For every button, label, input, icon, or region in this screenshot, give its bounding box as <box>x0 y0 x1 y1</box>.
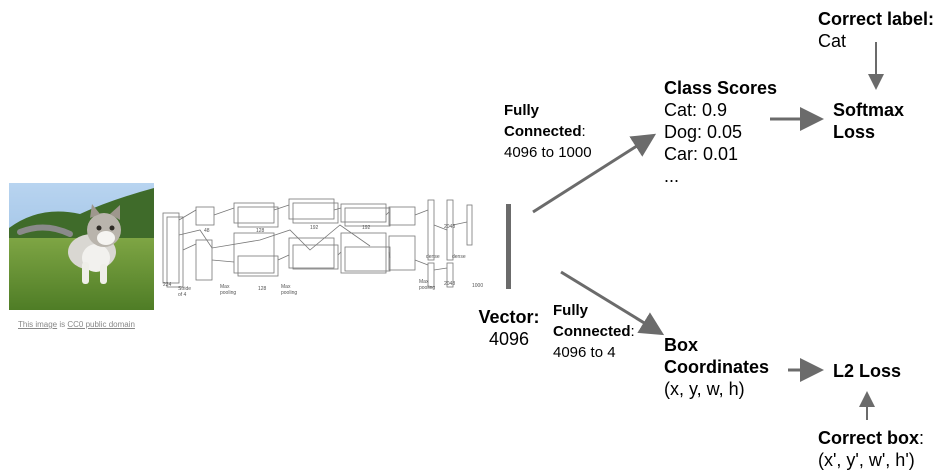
fc-bottom-label: Fully Connected: 4096 to 4 <box>553 302 635 361</box>
box-coordinates-block: Box Coordinates (x, y, w, h) <box>664 335 770 399</box>
svg-text:dense: dense <box>426 254 440 260</box>
svg-text:Max: Max <box>220 284 230 290</box>
svg-text:192: 192 <box>362 225 371 231</box>
svg-text:1000: 1000 <box>472 283 483 289</box>
svg-text:pooling: pooling <box>281 290 297 296</box>
softmax-loss: Softmax Loss <box>833 100 905 142</box>
svg-text:192: 192 <box>310 225 319 231</box>
correct-box-block: Correct box: (x', y', w', h') <box>818 428 925 470</box>
correct-box-value: (x', y', w', h') <box>818 450 915 470</box>
photo-credit: This image is CC0 public domain <box>18 320 135 329</box>
fc-top-label: Fully Connected: 4096 to 1000 <box>504 102 592 161</box>
svg-text:2048: 2048 <box>444 224 455 230</box>
svg-text:Max: Max <box>281 284 291 290</box>
vector-size: 4096 <box>488 329 530 349</box>
svg-text:224: 224 <box>163 282 172 288</box>
cc0-link[interactable]: CC0 public domain <box>67 320 135 329</box>
l2-loss: L2 Loss <box>833 361 902 381</box>
svg-text:Max: Max <box>419 279 429 285</box>
image-link[interactable]: This image <box>18 320 58 329</box>
svg-text:of 4: of 4 <box>178 292 187 298</box>
score-ellipsis: ... <box>664 166 680 186</box>
svg-text:2048: 2048 <box>444 281 455 287</box>
vector-label: Vector: <box>478 307 540 327</box>
score-car: Car: 0.01 <box>664 144 739 164</box>
correct-label-title: Correct label: <box>818 9 935 29</box>
class-scores-title: Class Scores <box>664 78 778 98</box>
correct-label-block: Correct label: Cat <box>818 8 934 52</box>
svg-text:dense: dense <box>452 254 466 260</box>
svg-text:Stride: Stride <box>178 286 191 292</box>
vector-bar <box>506 204 511 289</box>
svg-text:pooling: pooling <box>419 285 435 291</box>
correct-box-title: Correct box <box>818 428 920 448</box>
svg-text:48: 48 <box>204 228 210 234</box>
svg-text:128: 128 <box>256 228 265 234</box>
score-cat: Cat: 0.9 <box>664 100 728 120</box>
score-dog: Dog: 0.05 <box>664 122 743 142</box>
correct-label-value: Cat <box>818 31 847 51</box>
svg-text:pooling: pooling <box>220 290 236 296</box>
cat-figure <box>17 204 121 284</box>
box-value: (x, y, w, h) <box>664 379 745 399</box>
vector-label-block: Vector: 4096 <box>475 306 543 350</box>
class-scores-block: Class Scores Cat: 0.9 Dog: 0.05 Car: 0.0… <box>664 77 777 187</box>
svg-text:128: 128 <box>258 286 267 292</box>
